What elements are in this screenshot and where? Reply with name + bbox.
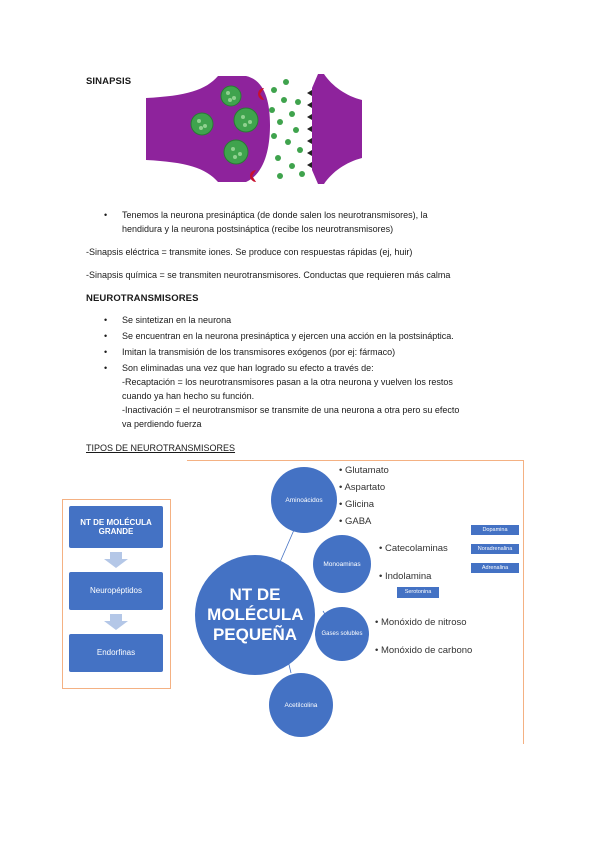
circle-acetilcolina: Acetilcolina	[269, 673, 333, 737]
box-serotonina: Serotonina	[397, 587, 439, 598]
bullet-icon: •	[104, 315, 108, 325]
list-item: • Indolamina	[379, 571, 432, 582]
paragraph-chemical: -Sinapsis química = se transmiten neurot…	[86, 270, 451, 280]
list-item: • Glicina	[339, 499, 375, 510]
small-molecule-diagram: Aminoácidos Monoaminas NT DE MOLÉCULA PE…	[187, 460, 524, 744]
bullet-icon: •	[104, 210, 108, 220]
bullet-icon: •	[104, 331, 108, 341]
paragraph-electric: -Sinapsis eléctrica = transmite iones. S…	[86, 247, 413, 257]
circle-monoaminas: Monoaminas	[313, 535, 371, 593]
large-molecule-diagram: NT DE MOLÉCULA GRANDE Neuropéptidos Endo…	[62, 499, 171, 689]
bullet-icon: •	[104, 347, 108, 357]
list-item: • Aspartato	[339, 482, 386, 493]
list-item: • Glutamato	[339, 465, 389, 476]
list-item: • Catecolaminas	[379, 543, 448, 554]
circle-gases-solubles: Gases solubles	[315, 607, 369, 661]
box-endorfinas: Endorfinas	[69, 634, 163, 672]
nt-large-header: NT DE MOLÉCULA GRANDE	[69, 506, 163, 548]
circle-nt-pequena: NT DE MOLÉCULA PEQUEÑA	[195, 555, 315, 675]
list-item: • Monóxido de carbono	[375, 645, 473, 656]
section-title-neurotransmisores: NEUROTRANSMISORES	[86, 293, 199, 304]
arrow-down-icon	[104, 614, 128, 630]
section-title-sinapsis: SINAPSIS	[86, 76, 132, 87]
box-dopamina: Dopamina	[471, 525, 519, 535]
list-item: • GABA	[339, 516, 372, 527]
arrow-down-icon	[104, 552, 128, 568]
box-adrenalina: Adrenalina	[471, 563, 519, 573]
section-title-tipos: TIPOS DE NEUROTRANSMISORES	[86, 443, 236, 453]
synapse-illustration	[146, 74, 362, 184]
bullet-icon: •	[104, 363, 108, 373]
list-item: • Monóxido de nitroso	[375, 617, 467, 628]
box-noradrenalina: Noradrenalina	[471, 544, 519, 554]
box-neuropeptidos: Neuropéptidos	[69, 572, 163, 610]
circle-aminoacidos: Aminoácidos	[271, 467, 337, 533]
list-item: • Son eliminadas una vez que han logrado…	[104, 363, 460, 429]
